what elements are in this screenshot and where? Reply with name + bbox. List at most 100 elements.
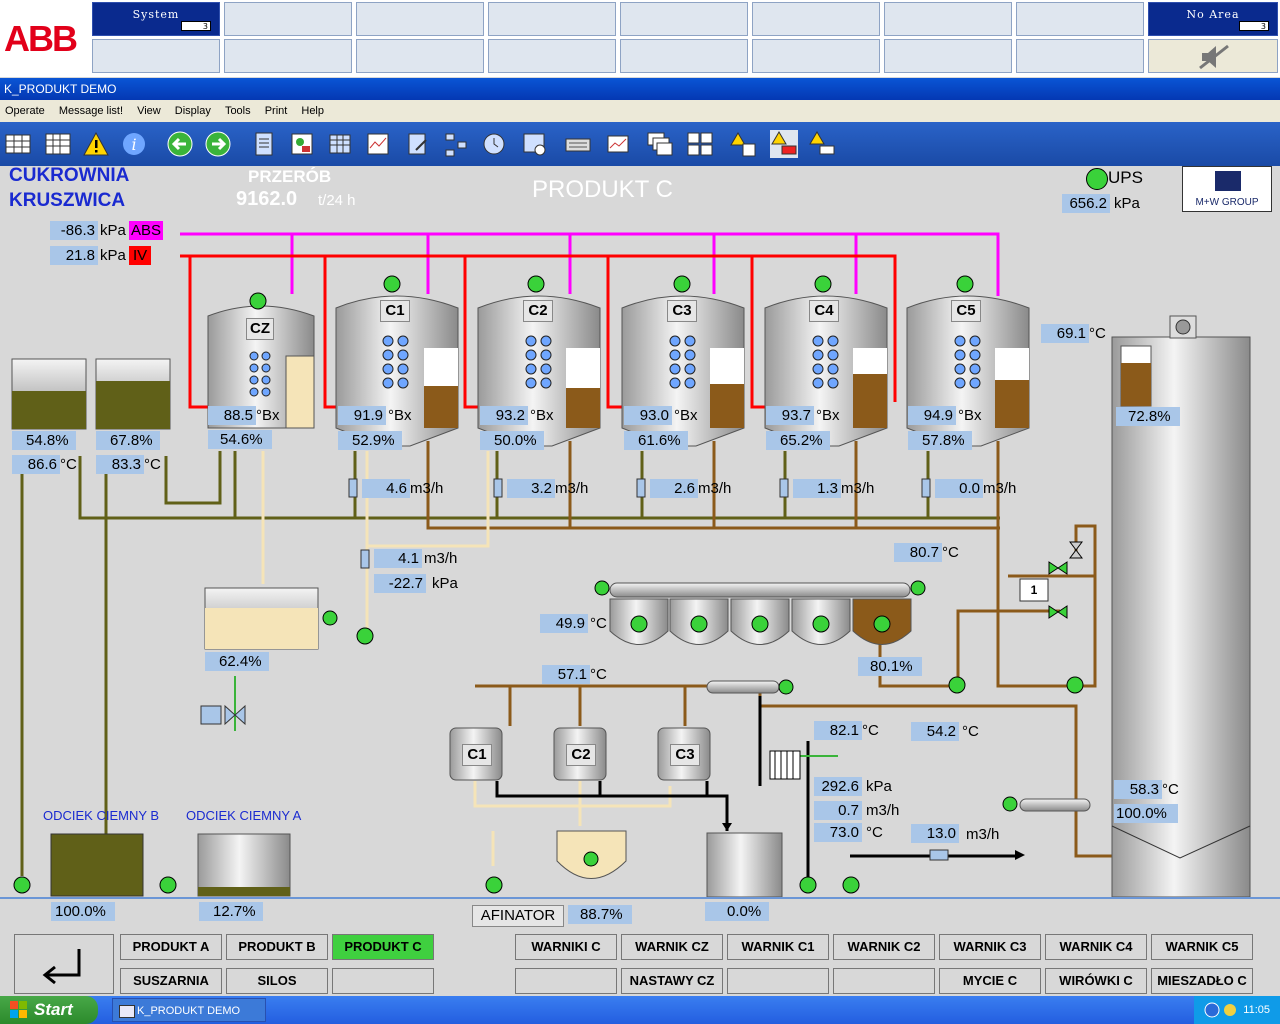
nav-empty-slot[interactable] [332,968,434,994]
return-button[interactable] [14,934,114,994]
topbar-slot-4[interactable] [620,2,748,36]
menu-tools[interactable]: Tools [224,105,251,117]
silo-bottom-temp: 58.3 [1114,780,1162,799]
vessel-c1-tag[interactable]: C1 [380,300,410,322]
pressure-unit: kPa [432,575,458,592]
area-button[interactable]: No Area 3 [1148,2,1278,36]
abs-pressure-value: -86.3 [50,221,98,240]
flowchart-icon[interactable] [442,130,470,158]
centrifuge-c1-tag[interactable]: C1 [462,744,492,766]
system-tray: 11:05 [1194,996,1280,1024]
topbar-slot-5[interactable] [752,2,880,36]
trend-icon[interactable] [364,130,392,158]
menu-display[interactable]: Display [174,105,211,117]
vessel-c2-tag[interactable]: C2 [523,300,553,322]
afinator-button[interactable]: AFINATOR [472,905,564,927]
system-label: System [132,8,180,21]
flow-unit: m3/h [424,550,458,567]
tile-windows-icon[interactable] [686,130,714,158]
temp-unit: °C [144,456,161,473]
centrifuge-c2-tag[interactable]: C2 [566,744,596,766]
nav-warnik-cz[interactable]: WARNIK CZ [621,934,723,960]
table-icon[interactable] [326,130,354,158]
picture-icon[interactable] [288,130,316,158]
drain-a-level: 12.7% [199,902,263,921]
topbar-slot-12[interactable] [620,39,748,73]
cascade-windows-icon[interactable] [646,130,674,158]
iv-pressure-value: 21.8 [50,246,98,265]
tree-grid-icon[interactable] [44,130,72,158]
nav-nastawy-cz[interactable]: NASTAWY CZ [621,968,723,994]
nav-warnik-c5[interactable]: WARNIK C5 [1151,934,1253,960]
vessel-c3-brix: 93.0 [624,406,672,425]
schedule-icon[interactable] [520,130,548,158]
alarm-list-icon[interactable] [730,130,758,158]
vessel-c4-tag[interactable]: C4 [809,300,839,322]
topbar-slot-2[interactable] [356,2,484,36]
add-chart-icon[interactable] [604,130,632,158]
abs-pressure-unit: kPa [100,222,126,239]
menu-help[interactable]: Help [301,105,324,117]
start-button[interactable]: Start [0,996,98,1024]
network-icon[interactable] [1204,1002,1220,1018]
grid-icon[interactable] [4,130,32,158]
nav-empty-slot[interactable] [833,968,935,994]
volume-icon[interactable] [1222,1002,1238,1018]
topbar-slot-9[interactable] [224,39,352,73]
edit-icon[interactable] [404,130,432,158]
back-arrow-icon[interactable] [166,130,194,158]
mute-button[interactable] [1148,39,1278,73]
crystallizer-box-number[interactable]: 1 [1030,583,1038,597]
vessel-c2-level: 50.0% [480,431,544,450]
menu-print[interactable]: Print [264,105,288,117]
topbar-slot-11[interactable] [488,39,616,73]
nav-warnik-c4[interactable]: WARNIK C4 [1045,934,1147,960]
topbar-slot-10[interactable] [356,39,484,73]
forward-arrow-icon[interactable] [204,130,232,158]
nav-produkt-a[interactable]: PRODUKT A [120,934,222,960]
info-icon[interactable]: i [120,130,148,158]
menu-view[interactable]: View [137,105,161,117]
warning-icon[interactable] [82,130,110,158]
nav-silos[interactable]: SILOS [226,968,328,994]
topbar-slot-13[interactable] [752,39,880,73]
vessel-cz-brix: 88.5 [208,406,256,425]
topbar-slot-7[interactable] [1016,2,1144,36]
alarm-active-icon[interactable] [770,130,798,158]
vessel-c5-level: 57.8% [908,431,972,450]
alarm-ack-icon[interactable] [808,130,836,158]
topbar-slot-6[interactable] [884,2,1012,36]
nav-produkt-c[interactable]: PRODUKT C [332,934,434,960]
vessel-cz-tag[interactable]: CZ [246,318,274,340]
nav-warnik-c2[interactable]: WARNIK C2 [833,934,935,960]
vessel-c2-brix: 93.2 [480,406,528,425]
topbar-slot-14[interactable] [884,39,1012,73]
nav-empty-slot[interactable] [727,968,829,994]
clock-icon[interactable] [480,130,508,158]
topbar-slot-1[interactable] [224,2,352,36]
topbar-slot-8[interactable] [92,39,220,73]
centrifuge-c3-tag[interactable]: C3 [670,744,700,766]
vessel-c5-tag[interactable]: C5 [951,300,981,322]
nav-wirowki-c[interactable]: WIRÓWKI C [1045,968,1147,994]
nav-warnik-c1[interactable]: WARNIK C1 [727,934,829,960]
keyboard-icon[interactable] [564,130,592,158]
topbar-slot-3[interactable] [488,2,616,36]
nav-warniki-c[interactable]: WARNIKI C [515,934,617,960]
vessel-c4-level: 65.2% [766,431,830,450]
partner-name: M+W GROUP [1195,197,1259,208]
taskbar-window-tab[interactable]: K_PRODUKT DEMO [112,998,266,1022]
menu-message-list[interactable]: Message list! [58,105,124,117]
nav-mieszadlo-c[interactable]: MIESZADŁO C [1151,968,1253,994]
nav-suszarnia[interactable]: SUSZARNIA [120,968,222,994]
menu-operate[interactable]: Operate [5,105,45,117]
system-button[interactable]: System 3 [92,2,220,36]
document-icon[interactable] [250,130,278,158]
nav-mycie-c[interactable]: MYCIE C [939,968,1041,994]
nav-produkt-b[interactable]: PRODUKT B [226,934,328,960]
nav-warnik-c3[interactable]: WARNIK C3 [939,934,1041,960]
vessel-c3-tag[interactable]: C3 [667,300,697,322]
topbar-slot-15[interactable] [1016,39,1144,73]
ups-label: UPS [1108,168,1143,187]
nav-empty-slot[interactable] [515,968,617,994]
